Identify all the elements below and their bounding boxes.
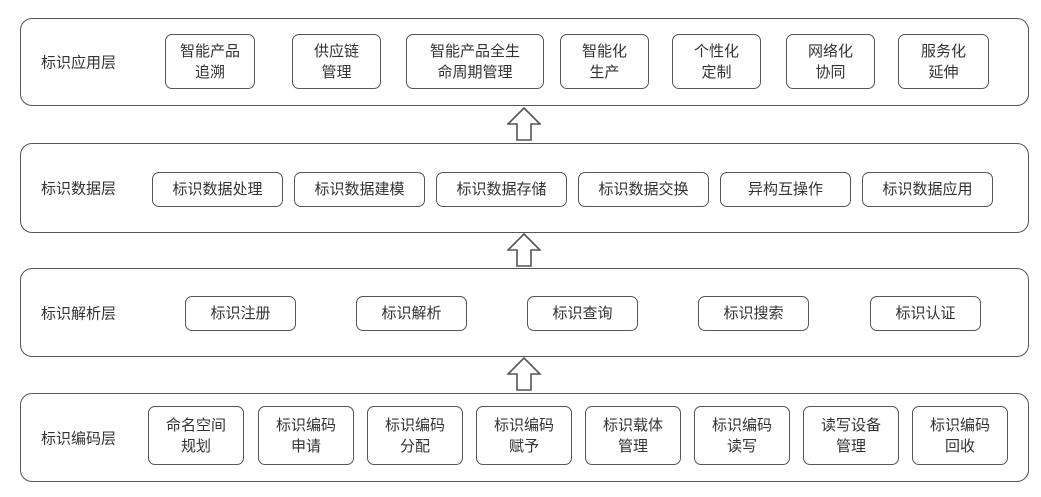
layer-label-encoding: 标识编码层 [41,429,117,447]
node-service-extension: 服务化 延伸 [898,34,989,89]
node-supply-chain-management: 供应链 管理 [292,34,381,89]
node-namespace-planning: 命名空间 规划 [148,406,244,465]
node-smart-product-traceability: 智能产品 追溯 [165,34,255,89]
node-heterogeneous-interop: 异构互操作 [720,172,851,207]
node-data-application: 标识数据应用 [862,172,993,207]
node-code-recycling: 标识编码 回收 [912,406,1008,465]
node-code-assignment: 标识编码 赋予 [476,406,572,465]
layer-label-resolution: 标识解析层 [41,304,117,322]
node-query: 标识查询 [527,296,638,331]
node-data-storage: 标识数据存储 [436,172,567,207]
node-device-management: 读写设备 管理 [803,406,899,465]
node-resolution: 标识解析 [356,296,467,331]
layer-application: 标识应用层 智能产品 追溯 供应链 管理 智能产品全生 命周期管理 智能化 生产… [20,18,1029,106]
up-arrow-icon [507,357,541,391]
layer-label-application: 标识应用层 [41,53,117,72]
layer-data: 标识数据层 标识数据处理 标识数据建模 标识数据存储 标识数据交换 异构互操作 … [20,143,1029,233]
layer-encoding: 标识编码层 命名空间 规划 标识编码 申请 标识编码 分配 标识编码 赋予 标识… [20,393,1029,482]
node-registration: 标识注册 [185,296,296,331]
up-arrow-icon [507,107,541,141]
node-data-processing: 标识数据处理 [152,172,283,207]
layer-label-data: 标识数据层 [41,179,117,198]
node-smart-production: 智能化 生产 [560,34,649,89]
node-personalized-customization: 个性化 定制 [672,34,761,89]
node-code-allocation: 标识编码 分配 [367,406,463,465]
node-data-modeling: 标识数据建模 [294,172,425,207]
node-authentication: 标识认证 [870,296,981,331]
node-search: 标识搜索 [698,296,809,331]
layer-resolution: 标识解析层 标识注册 标识解析 标识查询 标识搜索 标识认证 [20,268,1029,357]
node-carrier-management: 标识载体 管理 [585,406,681,465]
node-networked-collaboration: 网络化 协同 [786,34,875,89]
up-arrow-icon [507,233,541,267]
node-code-application: 标识编码 申请 [258,406,354,465]
node-data-exchange: 标识数据交换 [578,172,709,207]
node-product-lifecycle-management: 智能产品全生 命周期管理 [406,34,544,89]
node-code-read-write: 标识编码 读写 [694,406,790,465]
